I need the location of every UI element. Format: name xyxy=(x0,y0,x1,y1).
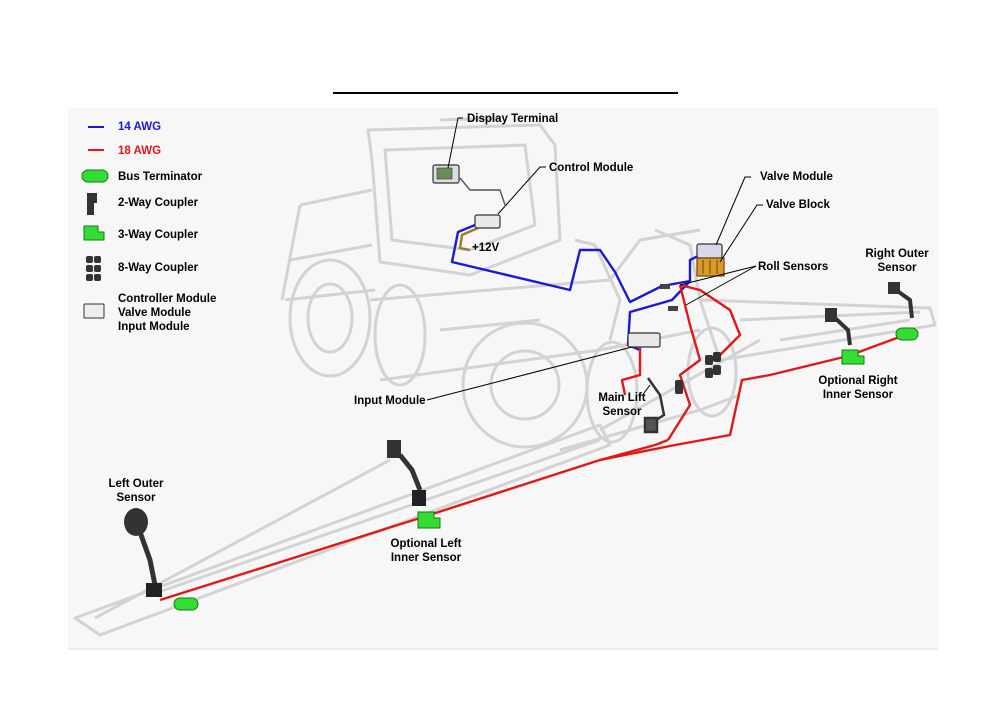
valve-module-device xyxy=(696,243,725,277)
three-way-coupler-left xyxy=(417,511,441,529)
leader-lines xyxy=(426,117,763,401)
display-terminal-device xyxy=(432,164,460,184)
legend-module-icon xyxy=(83,303,105,319)
left-outer-label-1: Left Outer xyxy=(109,478,164,490)
right-outer-label-2: Sensor xyxy=(878,262,918,274)
legend-18-awg: 18 AWG xyxy=(118,145,161,157)
valve-module-label: Valve Module xyxy=(760,171,833,183)
power-label: +12V xyxy=(472,242,500,254)
legend-module-line1: Controller Module xyxy=(118,293,216,305)
legend-3-way: 3-Way Coupler xyxy=(118,229,199,241)
legend-eight-way-icon xyxy=(86,256,101,281)
optional-right-label-2: Inner Sensor xyxy=(823,389,894,401)
three-way-coupler-right xyxy=(841,349,865,365)
main-lift-label-1: Main Lift xyxy=(598,392,645,404)
optional-left-label-2: Inner Sensor xyxy=(391,552,462,564)
bus-terminator-left xyxy=(173,597,199,611)
display-cable xyxy=(459,177,506,206)
display-terminal-label: Display Terminal xyxy=(467,113,558,125)
right-outer-sensor-device xyxy=(888,282,914,319)
bus-terminator-right xyxy=(895,327,919,341)
legend-module-line3: Input Module xyxy=(118,321,190,333)
optional-right-label-1: Optional Right xyxy=(818,375,897,387)
sprayer-outline xyxy=(73,116,937,637)
roll-sensors-label: Roll Sensors xyxy=(758,261,828,273)
legend-three-way-icon xyxy=(83,225,105,241)
legend-8-way: 8-Way Coupler xyxy=(118,262,199,274)
main-lift-label-2: Sensor xyxy=(603,406,643,418)
legend-14-awg: 14 AWG xyxy=(118,121,161,133)
left-outer-sensor-device xyxy=(124,508,162,597)
valve-block-label: Valve Block xyxy=(766,199,831,211)
right-outer-label-1: Right Outer xyxy=(865,248,929,260)
legend-module-line2: Valve Module xyxy=(118,307,191,319)
legend-2-way: 2-Way Coupler xyxy=(118,197,199,209)
main-lift-sensor-device xyxy=(643,377,666,434)
legend-two-way-icon xyxy=(87,193,97,215)
control-module-device xyxy=(474,214,501,229)
diagram-panel xyxy=(68,108,938,648)
legend-bus-terminator: Bus Terminator xyxy=(118,171,203,183)
input-module-label: Input Module xyxy=(354,395,426,407)
wire-18-awg xyxy=(159,283,906,602)
legend-terminator-icon xyxy=(81,169,109,183)
power-lead xyxy=(458,226,479,252)
right-inner-sensor-device xyxy=(825,308,852,346)
legend: 14 AWG 18 AWG Bus Terminator 2-Way Coupl… xyxy=(81,121,216,333)
input-module-device xyxy=(627,332,661,348)
left-inner-sensor-device xyxy=(387,440,426,506)
control-module-label: Control Module xyxy=(549,162,633,174)
roll-sensors-device xyxy=(660,284,678,311)
left-outer-label-2: Sensor xyxy=(117,492,157,504)
optional-left-label-1: Optional Left xyxy=(391,538,462,550)
eight-way-coupler-device xyxy=(675,352,721,394)
